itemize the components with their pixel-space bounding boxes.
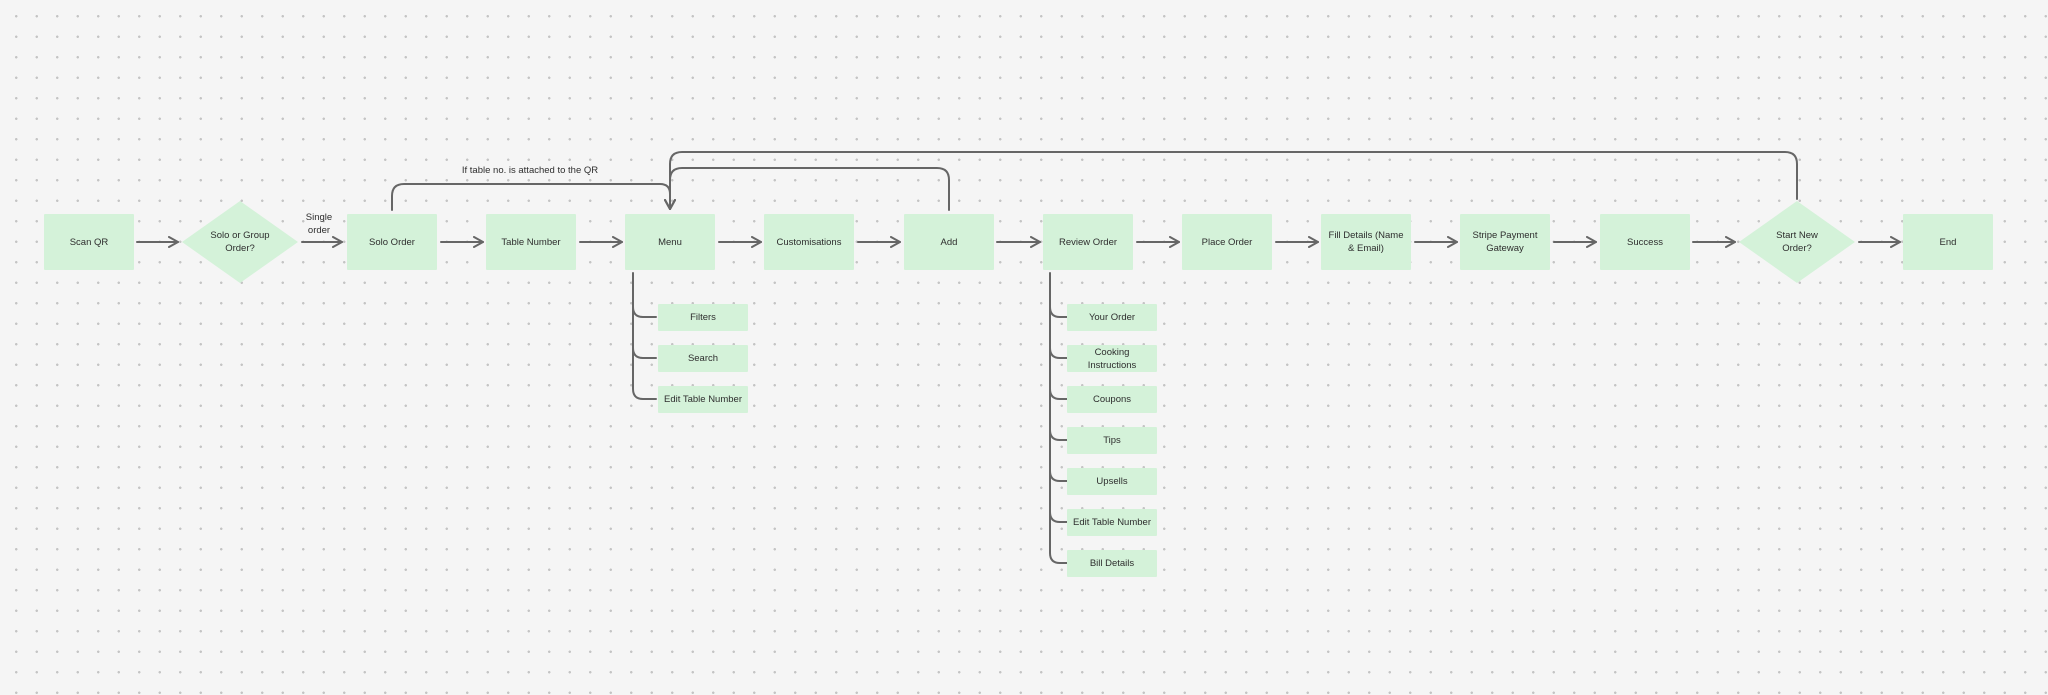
node-end[interactable]: End	[1903, 214, 1993, 270]
node-label: Scan QR	[69, 236, 109, 248]
node-label: Edit Table Number	[1073, 517, 1151, 528]
edge-review-to-edit-table	[1049, 511, 1068, 523]
node-edit-table-number[interactable]: Edit Table Number	[658, 386, 748, 413]
edge-menu-to-filters	[632, 306, 657, 318]
node-search[interactable]: Search	[658, 345, 748, 372]
node-label: Customisations	[776, 236, 842, 248]
node-tips[interactable]: Tips	[1067, 427, 1157, 454]
diamond-shape	[1739, 201, 1855, 283]
node-coupons[interactable]: Coupons	[1067, 386, 1157, 413]
node-customisations[interactable]: Customisations	[764, 214, 854, 270]
node-menu[interactable]: Menu	[625, 214, 715, 270]
edge-review-to-tips	[1049, 429, 1068, 441]
node-label: Fill Details (Name & Email)	[1328, 230, 1404, 254]
decision-label: Start New Order?	[1776, 230, 1818, 254]
decision-label: Solo or Group Order?	[210, 230, 270, 254]
node-place-order[interactable]: Place Order	[1182, 214, 1272, 270]
edge-label-table-attached: If table no. is attached to the QR	[461, 165, 599, 176]
node-label: Table Number	[501, 236, 561, 248]
node-bill-details[interactable]: Bill Details	[1067, 550, 1157, 577]
node-label: Search	[687, 353, 719, 364]
node-label: Place Order	[1201, 236, 1253, 248]
node-label: Cooking Instructions	[1087, 346, 1137, 371]
node-label: End	[1939, 236, 1957, 248]
node-filters[interactable]: Filters	[658, 304, 748, 331]
edge-review-to-your-order	[1049, 306, 1068, 318]
edge-menu-to-search	[632, 347, 657, 359]
node-review-edit-table-number[interactable]: Edit Table Number	[1067, 509, 1157, 536]
edge-solo-to-menu-loop	[391, 183, 676, 211]
node-stripe-payment[interactable]: Stripe Payment Gateway	[1460, 214, 1550, 270]
node-label: Solo Order	[369, 236, 415, 248]
node-review-order[interactable]: Review Order	[1043, 214, 1133, 270]
node-label: Filters	[690, 312, 716, 323]
node-upsells[interactable]: Upsells	[1067, 468, 1157, 495]
edge-review-children	[1049, 272, 1068, 564]
node-label: Edit Table Number	[664, 394, 742, 405]
decision-solo-or-group[interactable]: Solo or Group Order?	[182, 201, 298, 283]
edge-label-single-order: Single order	[305, 212, 333, 236]
node-label: Stripe Payment Gateway	[1472, 230, 1538, 254]
node-label: Review Order	[1058, 236, 1118, 248]
node-fill-details[interactable]: Fill Details (Name & Email)	[1321, 214, 1411, 270]
node-label: Upsells	[1096, 476, 1128, 487]
edge-review-to-upsells	[1049, 470, 1068, 482]
node-your-order[interactable]: Your Order	[1067, 304, 1157, 331]
node-label: Add	[940, 236, 958, 248]
node-cooking-instructions[interactable]: Cooking Instructions	[1067, 345, 1157, 372]
node-scan-qr[interactable]: Scan QR	[44, 214, 134, 270]
decision-start-new-order[interactable]: Start New Order?	[1739, 201, 1855, 283]
node-label: Coupons	[1092, 394, 1132, 405]
node-label: Your Order	[1088, 312, 1136, 323]
edge-review-to-coupons	[1049, 388, 1068, 400]
node-label: Bill Details	[1089, 558, 1135, 569]
edge-review-to-cooking	[1049, 347, 1068, 359]
diamond-shape	[182, 201, 298, 283]
node-label: Tips	[1103, 435, 1121, 446]
edge-add-to-menu-loop	[664, 167, 950, 211]
node-solo-order[interactable]: Solo Order	[347, 214, 437, 270]
node-label: Success	[1627, 236, 1663, 248]
node-success[interactable]: Success	[1600, 214, 1690, 270]
edge-new-order-to-menu-loop	[664, 151, 1798, 210]
node-add[interactable]: Add	[904, 214, 994, 270]
node-label: Menu	[658, 236, 682, 248]
edge-menu-children	[632, 272, 657, 400]
node-table-number[interactable]: Table Number	[486, 214, 576, 270]
